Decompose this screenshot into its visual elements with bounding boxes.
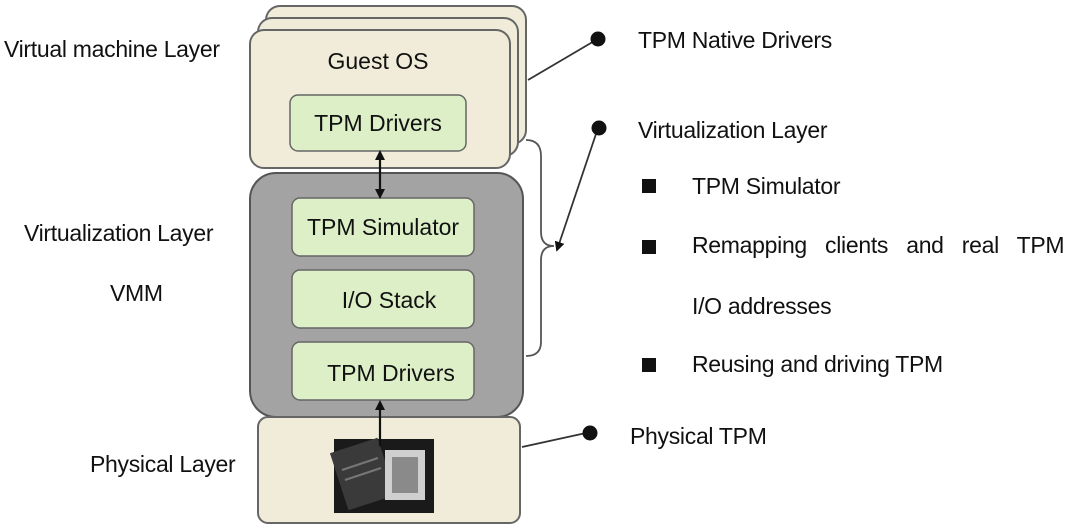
tpm-simulator-label: TPM Simulator — [306, 214, 460, 240]
bullet-1 — [642, 179, 656, 193]
native-drivers-leader — [527, 39, 597, 81]
legend-item-io-addresses: I/O addresses — [692, 293, 832, 319]
physical-layer-label: Physical Layer — [90, 451, 236, 477]
vmm-tpm-drivers-label: TPM Drivers — [327, 360, 455, 386]
io-stack-box — [291, 269, 475, 329]
legend-item-reusing: Reusing and driving TPM — [692, 351, 943, 377]
virtualization-layer-legend-label: Virtualization Layer — [638, 117, 828, 143]
virtualization-dot — [591, 120, 607, 136]
legend-item-tpm-simulator: TPM Simulator — [692, 173, 841, 199]
bullet-2 — [642, 240, 656, 254]
legend-item-remapping: Remapping clients and real TPM — [692, 232, 1065, 258]
tpm-native-drivers-label: TPM Native Drivers — [638, 27, 832, 53]
virtualization-leader — [554, 127, 599, 252]
io-stack-label: I/O Stack — [341, 287, 437, 313]
physical-tpm-dot — [582, 425, 598, 441]
physical-tpm-label: Physical TPM — [630, 423, 767, 449]
vmm-label: VMM — [110, 280, 163, 306]
tpm-chip-image — [329, 437, 434, 513]
physical-tpm-leader — [521, 432, 587, 448]
native-drivers-dot — [590, 31, 606, 47]
virtualization-layer-label: Virtualization Layer — [24, 220, 214, 246]
virtualization-brace — [525, 139, 555, 357]
guest-tpm-drivers-label: TPM Drivers — [314, 110, 442, 136]
guest-os-label: Guest OS — [327, 48, 429, 74]
virtual-machine-layer-label: Virtual machine Layer — [4, 36, 220, 62]
bullet-3 — [642, 358, 656, 372]
